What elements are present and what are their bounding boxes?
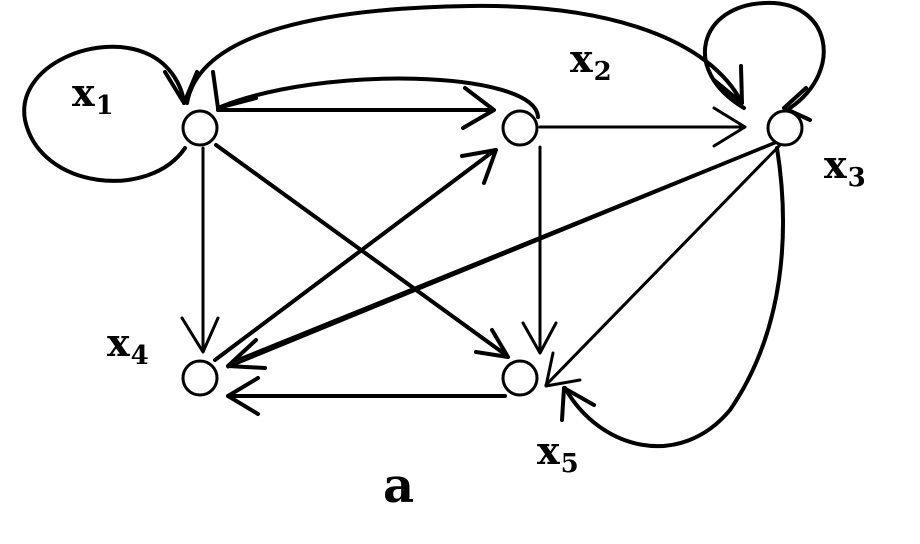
edge-x3-x5 bbox=[544, 143, 782, 388]
edge-x3-x5-curve bbox=[560, 146, 785, 448]
edge-x2-x5 bbox=[521, 145, 558, 355]
node-x1 bbox=[181, 109, 219, 147]
edge-x5-x4 bbox=[226, 376, 507, 416]
node-label-x5: x5 bbox=[537, 428, 579, 479]
node-x2 bbox=[501, 109, 539, 147]
edge-x1-x4 bbox=[180, 146, 220, 354]
edge-x3-x3 bbox=[703, 0, 826, 122]
edge-x1-x3 bbox=[185, 3, 744, 105]
edge-x2-x3 bbox=[538, 106, 747, 148]
edge-x3-x4 bbox=[226, 138, 783, 370]
node-label-x3: x3 bbox=[824, 142, 866, 193]
node-x4 bbox=[181, 359, 219, 397]
node-label-x1: x1 bbox=[72, 70, 114, 121]
diagram-caption: a bbox=[383, 458, 415, 514]
node-label-x2: x2 bbox=[570, 36, 612, 87]
edge-x1-x2 bbox=[216, 86, 496, 130]
node-x3 bbox=[766, 109, 804, 147]
node-x5 bbox=[501, 359, 539, 397]
edge-x4-x2 bbox=[213, 148, 498, 362]
node-label-x4: x4 bbox=[107, 320, 149, 371]
